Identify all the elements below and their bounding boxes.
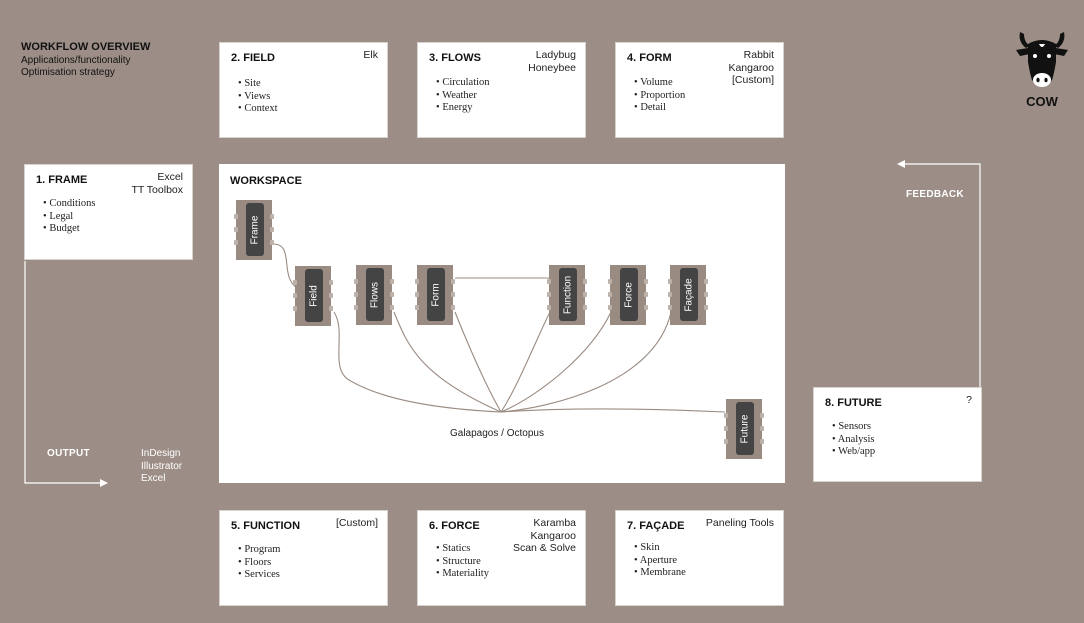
card-tools: Paneling Tools	[706, 517, 774, 530]
card-list: Statics Structure Materiality	[436, 543, 489, 581]
wire-field-solver	[333, 311, 502, 413]
list-item: Analysis	[832, 434, 875, 447]
tool-label: Karamba	[533, 517, 576, 529]
tool-label: Illustrator	[141, 460, 183, 472]
page-title: WORKFLOW OVERVIEW	[21, 41, 151, 53]
flows-card: 3. FLOWS Ladybug Honeybee Circulation We…	[417, 42, 586, 138]
wire-future-solver	[500, 408, 726, 413]
output-tools: InDesign Illustrator Excel	[141, 448, 182, 486]
force-card: 6. FORCE Karamba Kangaroo Scan & Solve S…	[417, 510, 586, 606]
list-item: Volume	[634, 77, 685, 90]
card-tools: Elk	[363, 49, 378, 62]
card-title: 2. FIELD	[231, 52, 276, 64]
card-list: Site Views Context	[238, 78, 278, 116]
card-title: 5. FUNCTION	[231, 520, 301, 532]
solver-caption: Galapagos / Octopus	[450, 428, 544, 439]
card-list: Circulation Weather Energy	[436, 77, 490, 115]
workspace-panel: WORKSPACE Frame Field Flows	[219, 164, 785, 483]
card-tools: Karamba Kangaroo Scan & Solve	[513, 517, 576, 555]
facade-card: 7. FAÇADE Paneling Tools Skin Aperture M…	[615, 510, 784, 606]
card-title: 3. FLOWS	[429, 52, 481, 64]
list-item: Skin	[634, 542, 686, 555]
list-item: Structure	[436, 556, 489, 569]
card-list: Skin Aperture Membrane	[634, 542, 686, 580]
tool-label: InDesign	[141, 448, 181, 459]
list-item: Conditions	[43, 198, 95, 211]
tool-label: Honeybee	[528, 61, 576, 74]
list-item: Web/app	[832, 446, 875, 459]
list-item: Program	[238, 544, 280, 557]
list-item: Energy	[436, 102, 490, 115]
tool-label: Ladybug	[535, 49, 576, 61]
list-item: Sensors	[832, 421, 875, 434]
list-item: Aperture	[634, 555, 686, 568]
tool-label: Rabbit	[743, 49, 774, 61]
feedback-arrow-head	[897, 160, 905, 168]
list-item: Detail	[634, 102, 685, 115]
card-title: 4. FORM	[627, 52, 672, 64]
header-subtitle-2: Optimisation strategy	[21, 67, 115, 78]
function-card: 5. FUNCTION [Custom] Program Floors Serv…	[219, 510, 388, 606]
list-item: Views	[238, 91, 278, 104]
future-card: 8. FUTURE ? Sensors Analysis Web/app	[813, 387, 982, 482]
list-item: Proportion	[634, 90, 685, 103]
tool-label: [Custom]	[731, 74, 774, 86]
tool-label: Scan & Solve	[512, 542, 576, 554]
tool-label: Elk	[363, 49, 378, 61]
output-arrow-head	[100, 479, 108, 487]
tool-label: [Custom]	[335, 517, 378, 529]
wire-form-solver	[454, 311, 502, 413]
list-item: Services	[238, 569, 280, 582]
wire-flows-solver	[393, 311, 502, 413]
list-item: Floors	[238, 557, 280, 570]
wire-function-solver	[500, 311, 551, 413]
card-list: Volume Proportion Detail	[634, 77, 685, 115]
list-item: Legal	[43, 211, 95, 224]
list-item: Budget	[43, 223, 95, 236]
tool-label: TT Toolbox	[131, 183, 183, 196]
logo-text: COW	[1026, 94, 1058, 109]
list-item: Context	[238, 103, 277, 116]
card-tools: [Custom]	[336, 517, 378, 530]
tool-label: Kangaroo	[530, 529, 576, 542]
wire-facade-solver	[500, 311, 672, 413]
field-card: 2. FIELD Elk Site Views Context	[219, 42, 388, 138]
tool-label: ?	[966, 394, 972, 406]
card-tools: Excel TT Toolbox	[131, 171, 183, 196]
list-item: Membrane	[634, 567, 685, 580]
card-list: Sensors Analysis Web/app	[832, 421, 875, 459]
cow-head-icon	[1016, 32, 1068, 87]
card-list: Program Floors Services	[238, 544, 280, 582]
header-subtitle-1: Applications/functionality	[21, 55, 131, 66]
card-title: 6. FORCE	[429, 520, 480, 532]
wire-frame-field	[272, 243, 298, 289]
card-title: 1. FRAME	[36, 174, 88, 186]
list-item: Site	[238, 78, 278, 91]
frame-card: 1. FRAME Excel TT Toolbox Conditions Leg…	[24, 164, 193, 260]
wire-force-solver	[500, 311, 612, 413]
form-card: 4. FORM Rabbit Kangaroo [Custom] Volume …	[615, 42, 784, 138]
card-tools: ?	[966, 394, 972, 407]
tool-label: Excel	[141, 473, 166, 484]
card-title: 7. FAÇADE	[627, 520, 685, 532]
tool-label: Paneling Tools	[705, 517, 774, 529]
card-tools: Ladybug Honeybee	[528, 49, 576, 74]
list-item: Materiality	[436, 568, 489, 581]
workspace-title: WORKSPACE	[230, 175, 302, 187]
output-label: OUTPUT	[47, 448, 90, 459]
card-title: 8. FUTURE	[825, 397, 882, 409]
list-item: Weather	[436, 90, 490, 103]
list-item: Statics	[436, 543, 489, 556]
cow-logo: COW	[1012, 28, 1072, 110]
feedback-arrow-line	[904, 163, 981, 387]
feedback-label: FEEDBACK	[906, 189, 964, 200]
output-arrow-line	[24, 261, 101, 484]
list-item: Circulation	[436, 77, 489, 90]
tool-label: Kangaroo	[728, 61, 774, 74]
card-tools: Rabbit Kangaroo [Custom]	[728, 49, 774, 87]
card-list: Conditions Legal Budget	[43, 198, 95, 236]
workspace-wires	[272, 243, 726, 413]
tool-label: Excel	[157, 171, 183, 183]
